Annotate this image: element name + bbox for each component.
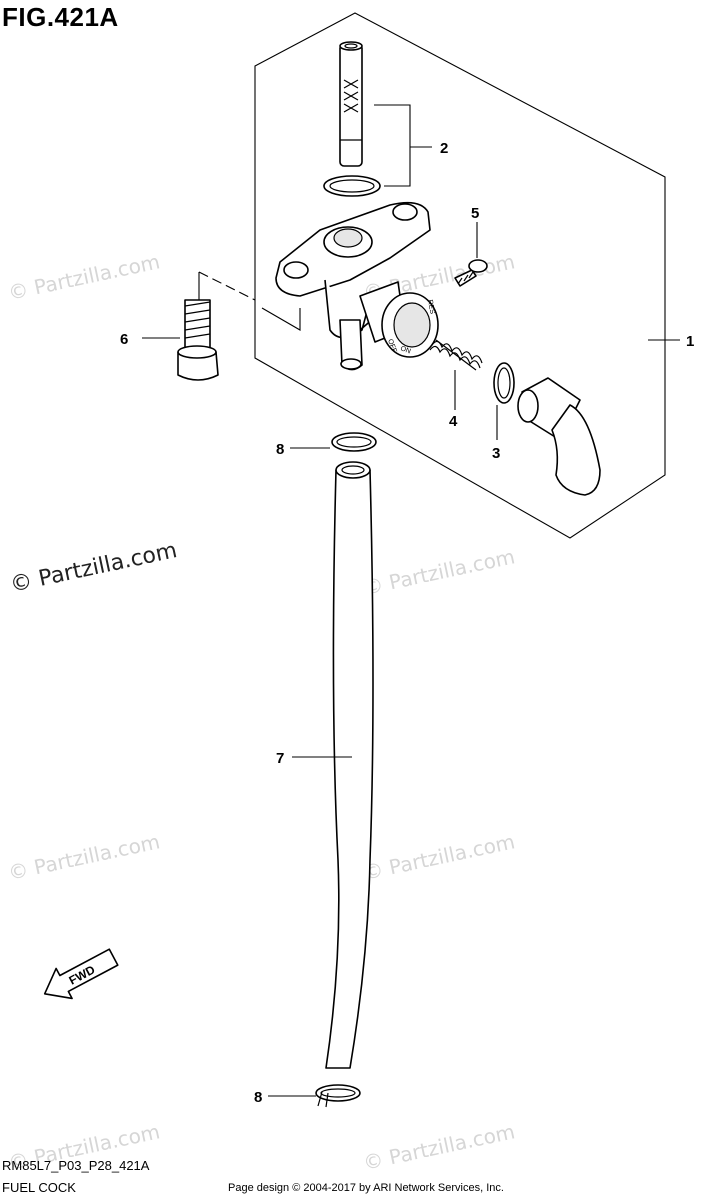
figure-code: RM85L7_P03_P28_421A — [2, 1158, 150, 1173]
watermark: © Partzilla.com — [361, 1119, 517, 1175]
assembly-frame — [254, 12, 666, 539]
valve-marking-on: ON — [399, 345, 411, 355]
watermark: © Partzilla.com — [6, 829, 162, 885]
part-bolt — [177, 299, 219, 381]
valve-marking-off: OFF — [386, 338, 397, 354]
part-o-ring-strainer — [323, 175, 381, 197]
watermark-group: © Partzilla.com © Partzilla.com © Partzi… — [6, 249, 517, 1175]
part-fuel-hose — [325, 461, 374, 1069]
callout-8-top: 8 — [276, 441, 284, 458]
callout-1: 1 — [686, 333, 694, 350]
watermark-strong: © Partzilla.com — [8, 538, 179, 598]
callout-2: 2 — [440, 140, 448, 157]
part-hose-clamp-bottom — [315, 1084, 361, 1108]
part-lever — [517, 377, 601, 496]
figure-name: FUEL COCK — [2, 1180, 76, 1195]
footer-credit: Page design © 2004-2017 by ARI Network S… — [228, 1182, 504, 1194]
fwd-arrow-icon: FWD — [43, 948, 119, 1000]
callout-5: 5 — [471, 205, 479, 222]
watermark: © Partzilla.com — [361, 829, 517, 885]
callout-7: 7 — [276, 750, 284, 767]
valve-marking-res: RES — [426, 299, 435, 315]
part-fuel-cock-body — [275, 201, 439, 371]
callout-8-bottom: 8 — [254, 1089, 262, 1106]
watermark: © Partzilla.com — [6, 249, 162, 305]
part-o-ring-lever — [493, 362, 515, 404]
part-spring — [429, 339, 483, 371]
callout-bracket-2 — [374, 104, 411, 187]
part-strainer — [339, 41, 363, 167]
figure-title: FIG.421A — [2, 2, 119, 32]
callout-4: 4 — [449, 413, 458, 430]
bolt-guide-line — [198, 271, 301, 331]
callout-3: 3 — [492, 445, 500, 462]
part-screw — [454, 259, 488, 287]
callout-6: 6 — [120, 331, 128, 348]
watermark: © Partzilla.com — [361, 544, 517, 600]
part-hose-clamp-top — [331, 432, 377, 452]
